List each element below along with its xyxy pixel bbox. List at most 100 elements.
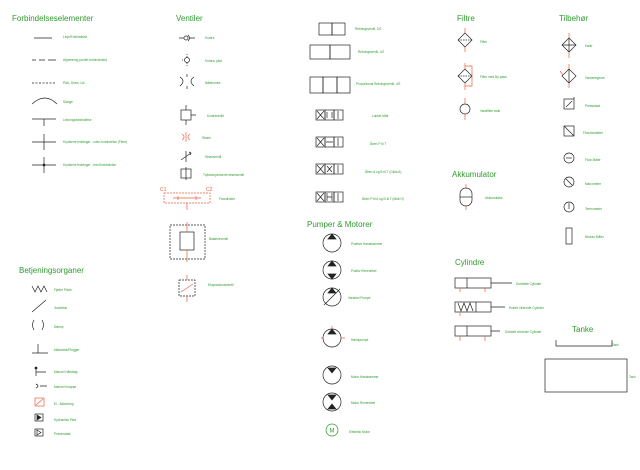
dir-valve-3-2-symbol	[309, 44, 351, 60]
label-crossing-no-connection: Krydsene ledninger - uden forbindelse (F…	[63, 140, 128, 144]
label-flow-monitor: Flowmoniteter	[583, 131, 604, 135]
label-filter-tank: Vandfilter tank	[480, 109, 501, 113]
label-pump-reversible: Positiv Reversibel	[351, 269, 377, 273]
spring-symbol	[31, 285, 48, 293]
label-heater: Varmelegeme	[585, 76, 605, 80]
check-valve-symbol	[179, 34, 195, 42]
electric-symbol	[34, 397, 45, 407]
cylinder-double-rod-symbol	[454, 277, 512, 292]
electric-motor-symbol	[325, 423, 339, 437]
label-thermometer: Termometer	[585, 207, 603, 211]
label-tank-open: Tank	[612, 343, 619, 347]
label-pilot-drain: Pilot, Drain, Ud	[63, 81, 85, 85]
label-pump-variable: Variabel Pumpe	[348, 296, 371, 300]
label-cyl-double: Dobbelt virkende Cylinder	[505, 330, 542, 334]
balance-valve-symbol	[169, 224, 206, 260]
label-filter: Filter	[480, 40, 488, 44]
crossing-no-connection-symbol	[32, 134, 56, 150]
dir-valve-4-3-symbol	[309, 76, 351, 94]
label-spring: Fjeder Pilots	[54, 288, 72, 292]
filter-tank-symbol	[459, 98, 471, 120]
heading-accumulator: Akkumulator	[452, 170, 497, 179]
label-electric-motor: Elektrisk Motor	[349, 430, 371, 434]
hose-symbol	[31, 97, 58, 105]
pump-reversible-symbol	[322, 260, 342, 280]
pump-variable-symbol	[322, 287, 342, 307]
dir-valve-open-pt-symbol	[315, 136, 344, 148]
heading-tanks: Tanke	[572, 325, 594, 334]
label-level-meter: Niveau Måler	[585, 235, 604, 239]
label-branch: Afgrenning (andet forbindende)	[63, 58, 108, 62]
hydraulic-pilot-symbol	[34, 413, 44, 422]
label-flow-valve: Strømventil	[205, 155, 222, 159]
needle-check-symbol	[179, 74, 195, 89]
flow-symbol	[181, 132, 191, 142]
label-cooler: Køler	[585, 44, 593, 48]
heading-cylinders: Cylindre	[455, 258, 485, 267]
cooler-symbol	[561, 33, 577, 58]
label-hand-pump: Hældpumpe	[351, 338, 369, 342]
expansion-valve-symbol	[178, 275, 196, 302]
label-check-pilot: Kontra, pilot	[205, 59, 223, 63]
pressure-switch-symbol	[563, 97, 575, 110]
dir-valve-open-h-symbol	[315, 191, 344, 203]
pump-fixed-symbol	[322, 233, 342, 253]
heading-pumps: Pumper & Motorer	[307, 220, 373, 229]
flow-divider-symbol	[163, 192, 211, 210]
label-dir-3-2: Retningsventil, 3/2	[358, 50, 385, 54]
adjustable-symbol	[31, 299, 47, 313]
label-cyl-single: Enkelt Virkende Cylinder	[509, 306, 544, 310]
label-tank-closed: Tank	[629, 375, 636, 379]
label-check: Kontra	[205, 36, 215, 40]
manual-lever-symbol	[34, 366, 46, 376]
flow-valve-symbol	[180, 151, 192, 162]
label-pump-fixed: Positive Haststrømme	[351, 242, 383, 246]
label-mechanical: Mekanisk/Plugger	[54, 348, 80, 352]
motor-reversible-symbol	[322, 392, 342, 412]
label-cyl-double-rod: Dobbelte Cylinder	[516, 282, 542, 286]
manual-button-symbol	[35, 383, 47, 389]
mechanical-symbol	[32, 344, 48, 354]
pneumatic-symbol	[34, 428, 44, 437]
dir-valve-closed-center-symbol	[315, 109, 344, 121]
thermometer-symbol	[563, 201, 575, 213]
motor-letter: M	[330, 429, 335, 435]
filter-symbol	[457, 28, 473, 52]
label-hose: Slange	[63, 100, 73, 104]
label-flow-divider: Flowdivider	[219, 197, 236, 201]
label-open-p-t: Åben P til T	[370, 142, 387, 146]
hand-pump-symbol	[321, 326, 345, 348]
label-pressure-switch: Pressostat	[585, 104, 601, 108]
cylinder-double-symbol	[454, 325, 500, 341]
cylinder-single-symbol	[454, 301, 505, 316]
label-check-valve: Kontraventil	[207, 114, 224, 118]
label-line: Linje/Forbindelse	[63, 35, 88, 39]
filter-bypass-symbol	[457, 63, 473, 90]
label-needle-check: Nålekontra	[205, 81, 221, 85]
heading-controls: Betjeningsorganer	[19, 266, 84, 275]
damper-symbol	[32, 319, 44, 331]
heading-connections: Forbindelseselementer	[12, 14, 94, 23]
label-manual-lever: Manuel Håndtag	[54, 370, 78, 374]
label-prop-dir-4-3: Proportional Retningsventil, 4/3	[356, 82, 401, 86]
flow-monitor-symbol	[563, 125, 575, 137]
level-meter-symbol	[565, 227, 573, 245]
label-damper: Dæmp	[54, 325, 64, 329]
balance-valve-inner	[179, 222, 195, 262]
pressure-comp-symbol	[180, 167, 192, 180]
label-motor-fixed: Motor Hastsrømme	[351, 375, 379, 379]
dir-valve-2-2-symbol	[318, 22, 346, 36]
dir-valve-open-abt-symbol	[315, 163, 344, 175]
label-filter-bypass: Filter med By-pass	[480, 75, 507, 79]
label-hydraulic-pilot: Hydraulisk Pilot	[54, 418, 76, 422]
heading-filters: Filtre	[457, 14, 475, 23]
c1-label: C1	[160, 187, 167, 193]
label-expansion-valve: Ekspansionsventil	[208, 283, 234, 287]
label-open-p-a-b-t: Åben P til A og B til T (Midt H)	[362, 197, 404, 201]
label-closed-center: Lukket Midt	[372, 114, 389, 118]
label-motor-reversible: Motor Reversibel	[351, 401, 376, 405]
label-balance-valve: Balanceventil	[209, 237, 228, 241]
motor-fixed-symbol	[322, 365, 342, 385]
label-pressure-comp-flow: Trykkompenseret strømventil	[203, 173, 244, 177]
